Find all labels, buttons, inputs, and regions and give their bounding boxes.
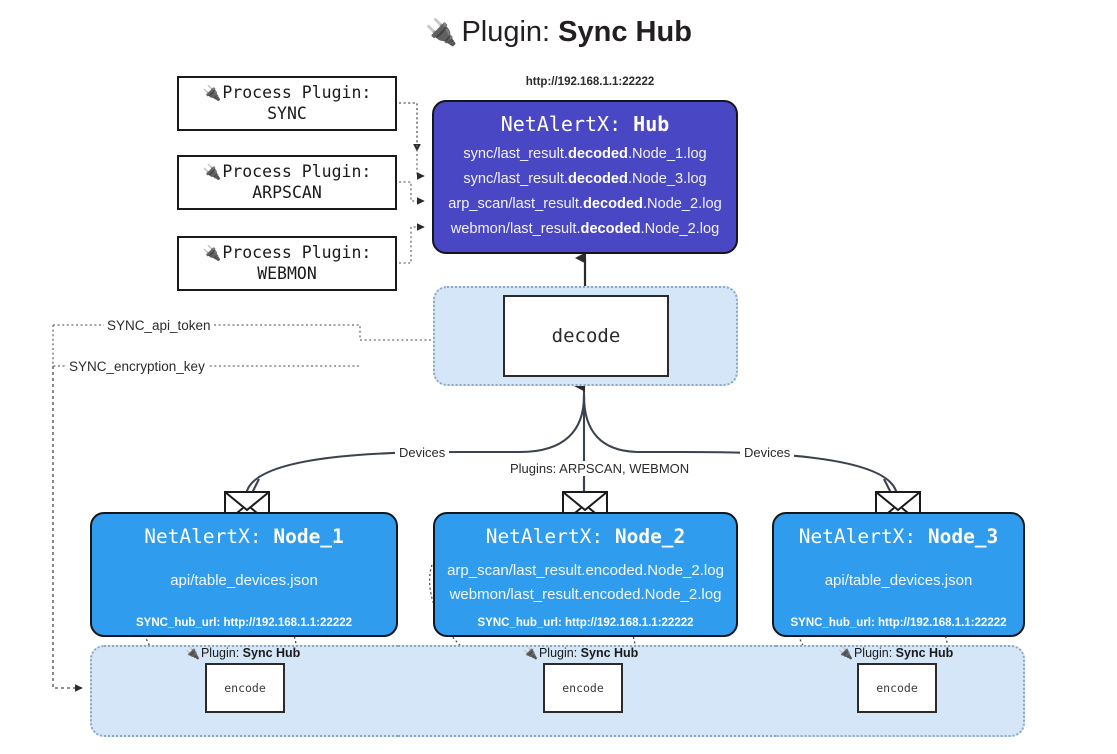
hub-title: NetAlertX: Hub (501, 112, 670, 136)
plug-icon: 🔌 (202, 244, 222, 263)
node-node-2[interactable]: NetAlertX: Node_2 arp_scan/last_result.e… (433, 512, 738, 637)
process-plugin-heading-row: 🔌 Process Plugin: (203, 162, 372, 182)
process-plugin-arpscan[interactable]: 🔌 Process Plugin: ARPSCAN (177, 155, 397, 210)
hub-log-pre: sync/last_result. (463, 171, 568, 188)
process-plugin-heading: Process Plugin: (222, 162, 372, 182)
process-plugin-heading: Process Plugin: (222, 243, 372, 263)
edge-sync-to-hub1 (399, 102, 421, 152)
hub-log-bold: decoded (567, 171, 628, 188)
encode-box-node-3[interactable]: encode (857, 663, 937, 713)
plug-icon: 🔌 (838, 646, 853, 660)
encode-plugin-name: Sync Hub (242, 646, 301, 660)
hub-log-post: .Node_2.log (640, 221, 720, 238)
edge-label-plugins: Plugins: ARPSCAN, WEBMON (506, 461, 694, 476)
node-title-prefix: NetAlertX: (798, 525, 928, 548)
plug-icon: 🔌 (185, 646, 200, 660)
hub-log-post: .Node_1.log (627, 146, 707, 162)
node-title-name: Node_2 (614, 525, 686, 548)
encode-plugin-name: Sync Hub (580, 646, 639, 660)
node-resource-line: arp_scan/last_result.encoded.Node_2.log (447, 562, 724, 579)
node-title-name: Node_1 (273, 525, 344, 548)
hub-log-line: sync/last_result.decoded.Node_3.log (463, 167, 706, 192)
hub-log-post: .Node_3.log (627, 171, 707, 188)
hub-log-bold: decoded (580, 221, 641, 238)
plug-icon: 🔌 (202, 84, 222, 103)
node-title-name: Node_3 (927, 525, 999, 548)
plug-icon: 🔌 (202, 163, 222, 182)
hub-node[interactable]: NetAlertX: Hub sync/last_result.decoded.… (432, 100, 738, 254)
node-title: NetAlertX: Node_2 (486, 525, 686, 548)
stem-node3-envelope (883, 478, 894, 498)
encode-plugin-label-1: 🔌Plugin: Sync Hub (185, 646, 300, 660)
hub-log-pre: webmon/last_result. (450, 221, 581, 238)
node-resource-line: webmon/last_result.encoded.Node_2.log (449, 586, 722, 604)
edge-arpscan-to-hub (399, 181, 425, 205)
hub-title-name: Hub (633, 112, 670, 136)
node-title-prefix: NetAlertX: (144, 525, 274, 548)
process-plugin-heading-row: 🔌 Process Plugin: (203, 243, 372, 263)
hub-log-line: webmon/last_result.decoded.Node_2.log (451, 217, 720, 242)
hub-log-pre: sync/last_result. (463, 146, 568, 162)
encode-container-node-3 (776, 645, 1025, 737)
node-title-prefix: NetAlertX: (485, 525, 615, 548)
plug-icon: 🔌 (523, 646, 538, 660)
encode-plugin-prefix: Plugin: (853, 646, 896, 660)
label-sync-api-token: SYNC_api_token (104, 318, 214, 333)
encode-box-node-1[interactable]: encode (205, 663, 285, 713)
hub-title-prefix: NetAlertX: (500, 112, 634, 136)
node-node-3[interactable]: NetAlertX: Node_3 api/table_devices.json… (772, 512, 1025, 637)
encode-plugin-label-2: 🔌Plugin: Sync Hub (523, 646, 638, 660)
plug-icon: 🔌 (425, 17, 458, 47)
process-plugin-heading: Process Plugin: (222, 83, 372, 103)
node-hub-url: SYNC_hub_url: http://192.168.1.1:22222 (135, 617, 353, 629)
edge-sync-to-hub2 (399, 102, 425, 180)
encode-plugin-prefix: Plugin: (200, 646, 243, 660)
node-resource-line: api/table_devices.json (824, 572, 973, 589)
process-plugin-name: SYNC (267, 103, 307, 123)
hub-log-post: .Node_2.log (642, 196, 722, 213)
node-title: NetAlertX: Node_1 (144, 525, 344, 548)
decode-box[interactable]: decode (503, 295, 669, 377)
node-hub-url: SYNC_hub_url: http://192.168.1.1:22222 (477, 617, 694, 629)
edge-encryption-key-to-encode (52, 366, 83, 692)
process-plugin-heading-row: 🔌 Process Plugin: (203, 83, 372, 103)
process-plugin-name: WEBMON (257, 263, 317, 283)
page-title: 🔌Plugin: Sync Hub (0, 16, 1117, 49)
page-title-prefix: Plugin: (461, 16, 559, 48)
encode-plugin-prefix: Plugin: (538, 646, 581, 660)
edge-label-devices-left: Devices (395, 445, 450, 460)
process-plugin-webmon[interactable]: 🔌 Process Plugin: WEBMON (177, 236, 397, 291)
hub-log-bold: decoded (567, 146, 628, 162)
node-node-1[interactable]: NetAlertX: Node_1 api/table_devices.json… (90, 512, 398, 637)
node-resource-line: api/table_devices.json (170, 572, 318, 589)
node-title: NetAlertX: Node_3 (799, 525, 999, 548)
process-plugin-name: ARPSCAN (252, 182, 322, 202)
node-hub-url: SYNC_hub_url: http://192.168.1.1:22222 (790, 617, 1007, 629)
edge-webmon-to-hub (399, 223, 425, 264)
hub-log-pre: arp_scan/last_result. (448, 196, 583, 213)
process-plugin-sync[interactable]: 🔌 Process Plugin: SYNC (177, 76, 397, 131)
encode-plugin-name: Sync Hub (895, 646, 954, 660)
hub-log-bold: decoded (582, 196, 643, 213)
encode-box-node-2[interactable]: encode (543, 663, 623, 713)
label-sync-encryption-key: SYNC_encryption_key (66, 359, 208, 374)
encode-plugin-label-3: 🔌Plugin: Sync Hub (838, 646, 953, 660)
edge-label-devices-right: Devices (740, 445, 795, 460)
hub-log-line: arp_scan/last_result.decoded.Node_2.log (448, 192, 721, 217)
hub-log-line: sync/last_result.decoded.Node_1.log (463, 142, 706, 167)
page-title-name: Sync Hub (558, 16, 692, 48)
hub-url-label: http://192.168.1.1:22222 (525, 76, 655, 88)
stem-node1-envelope (249, 478, 260, 498)
